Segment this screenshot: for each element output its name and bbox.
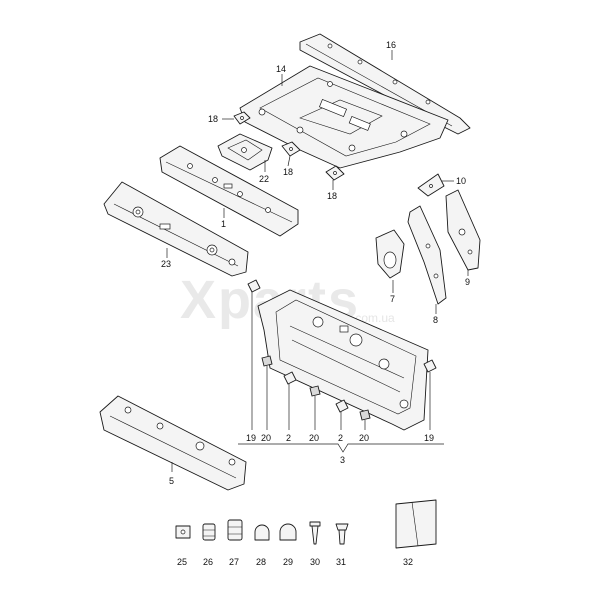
callout-26: 26	[203, 557, 213, 567]
callout-18-a: 18	[208, 114, 218, 124]
part-32-pad	[395, 499, 437, 549]
part-2-clip-b	[335, 399, 349, 413]
part-20-clip-c	[359, 409, 371, 421]
part-18-bracket-b	[281, 141, 301, 157]
part-1-cross-member	[159, 145, 299, 237]
part-20-clip-a	[261, 355, 273, 367]
part-23-floor-cross-member	[103, 181, 249, 277]
part-3-rear-panel	[257, 289, 429, 431]
callout-29: 29	[283, 557, 293, 567]
part-2-clip-a	[283, 371, 297, 385]
part-26-plug	[202, 523, 216, 541]
callout-18-b: 18	[283, 167, 293, 177]
callout-28: 28	[256, 557, 266, 567]
part-19-bracket-right	[423, 359, 437, 373]
callouts: 16 14 18 22 18 18 1 23 10 7 8 9 19 20 2 …	[161, 40, 470, 567]
callout-31: 31	[336, 557, 346, 567]
part-31-rivet	[335, 523, 349, 545]
callout-19-b: 19	[424, 433, 434, 443]
callout-9: 9	[465, 277, 470, 287]
part-30-screw	[309, 521, 321, 545]
part-25-nut	[175, 525, 191, 539]
part-10-bracket	[417, 173, 445, 197]
part-29-cap	[279, 523, 297, 541]
part-14-rear-floor	[239, 65, 449, 169]
callout-19-a: 19	[246, 433, 256, 443]
callout-32: 32	[403, 557, 413, 567]
part-20-clip-b	[309, 385, 321, 397]
part-5-lower-cross-member	[99, 395, 247, 491]
part-16-rear-cross-member	[299, 33, 471, 135]
part-7-housing	[375, 229, 405, 279]
callout-16: 16	[386, 40, 396, 50]
callout-1: 1	[221, 219, 226, 229]
callout-18-c: 18	[327, 191, 337, 201]
callout-5: 5	[169, 476, 174, 486]
callout-3: 3	[340, 455, 345, 465]
part-18-bracket-c	[325, 165, 345, 181]
callout-14: 14	[276, 64, 286, 74]
part-28-cap	[254, 524, 270, 541]
callout-22: 22	[259, 174, 269, 184]
callout-2-a: 2	[286, 433, 291, 443]
part-18-bracket-a	[233, 111, 251, 125]
part-19-bracket-left	[247, 279, 261, 293]
callout-20-b: 20	[309, 433, 319, 443]
leader-lines	[166, 50, 469, 472]
part-27-plug	[227, 519, 243, 541]
part-8-side-panel	[407, 205, 447, 305]
callout-20-a: 20	[261, 433, 271, 443]
callout-20-c: 20	[359, 433, 369, 443]
callout-8: 8	[433, 315, 438, 325]
callout-27: 27	[229, 557, 239, 567]
callout-2-b: 2	[338, 433, 343, 443]
callout-7: 7	[390, 294, 395, 304]
callout-30: 30	[310, 557, 320, 567]
part-9-side-panel	[445, 189, 481, 271]
callout-10: 10	[456, 176, 466, 186]
callout-23: 23	[161, 259, 171, 269]
callout-25: 25	[177, 557, 187, 567]
part-22-bracket-plate	[217, 133, 273, 171]
